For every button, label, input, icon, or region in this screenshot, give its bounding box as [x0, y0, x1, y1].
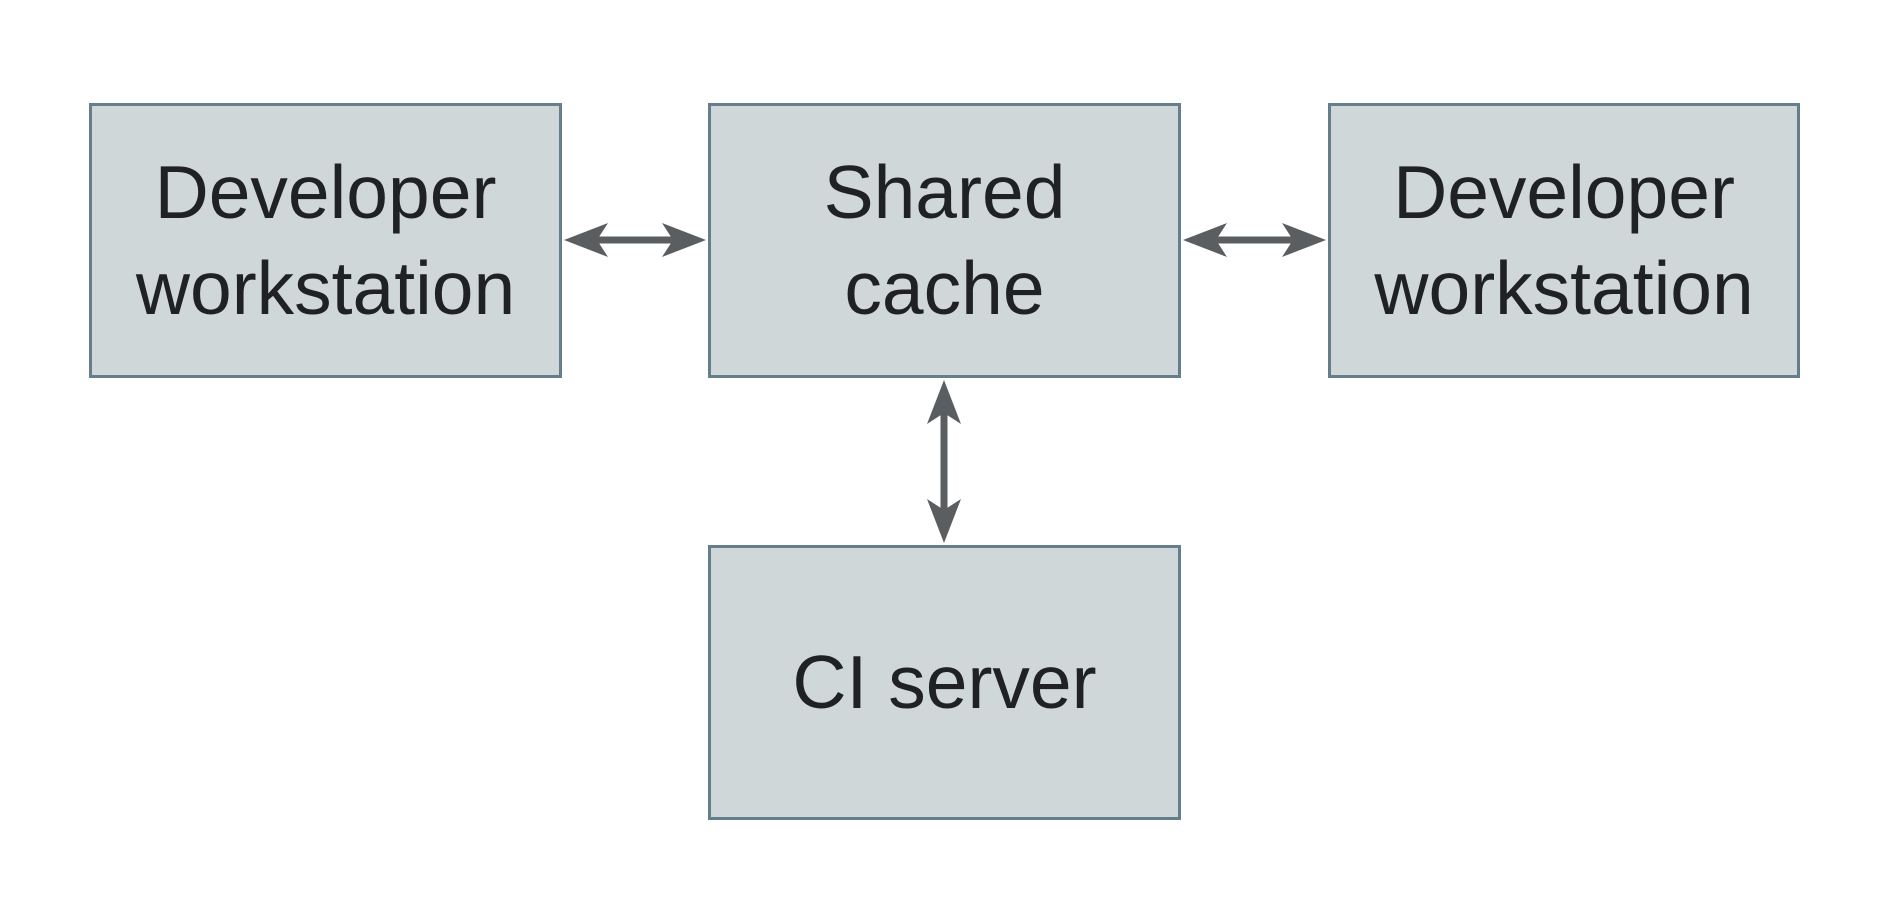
- node-label: Developer workstation: [1374, 150, 1754, 330]
- node-developer-workstation-right: Developer workstation: [1328, 103, 1800, 378]
- node-ci-server: CI server: [708, 545, 1181, 820]
- bidirectional-arrow-icon: [564, 223, 706, 257]
- bidirectional-arrow-icon: [1183, 223, 1326, 257]
- node-label: Shared cache: [823, 150, 1066, 330]
- node-label: CI server: [792, 639, 1097, 724]
- bidirectional-arrow-icon: [927, 380, 961, 543]
- node-label: Developer workstation: [135, 150, 516, 330]
- node-developer-workstation-left: Developer workstation: [89, 103, 562, 378]
- node-shared-cache: Shared cache: [708, 103, 1181, 378]
